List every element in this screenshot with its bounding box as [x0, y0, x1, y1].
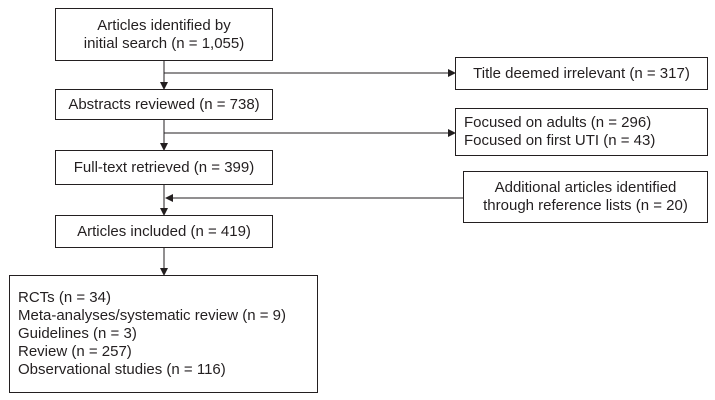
title-excluded-box: Title deemed irrelevant (n = 317) [455, 57, 708, 90]
abstracts-reviewed-label: Abstracts reviewed (n = 738) [68, 95, 260, 113]
excluded-adults-label: Focused on adults (n = 296) [464, 114, 652, 131]
breakdown-guidelines: Guidelines (n = 3) [18, 325, 137, 342]
additional-articles-line-2: through reference lists (n = 20) [483, 197, 688, 214]
fulltext-retrieved-label: Full-text retrieved (n = 399) [73, 158, 255, 176]
abstract-excluded-box: Focused on adults (n = 296) Focused on f… [455, 108, 708, 156]
title-excluded-label: Title deemed irrelevant (n = 317) [473, 64, 690, 82]
excluded-first-uti-label: Focused on first UTI (n = 43) [464, 132, 656, 149]
articles-included-label: Articles included (n = 419) [77, 222, 251, 240]
initial-search-line-2: initial search (n = 1,055) [83, 34, 245, 52]
breakdown-review: Review (n = 257) [18, 343, 132, 360]
additional-articles-line-1: Additional articles identified [494, 179, 677, 196]
initial-search-line-1: Articles identified by [97, 16, 231, 34]
abstracts-reviewed-box: Abstracts reviewed (n = 738) [55, 89, 273, 120]
additional-articles-box: Additional articles identified through r… [463, 171, 708, 223]
initial-search-box: Articles identified by initial search (n… [55, 8, 273, 61]
breakdown-rcts: RCTs (n = 34) [18, 289, 111, 306]
fulltext-retrieved-box: Full-text retrieved (n = 399) [55, 150, 273, 185]
included-breakdown-box: RCTs (n = 34) Meta-analyses/systematic r… [9, 275, 318, 393]
articles-included-box: Articles included (n = 419) [55, 215, 273, 248]
breakdown-meta-analyses: Meta-analyses/systematic review (n = 9) [18, 307, 287, 324]
breakdown-observational: Observational studies (n = 116) [18, 361, 226, 378]
